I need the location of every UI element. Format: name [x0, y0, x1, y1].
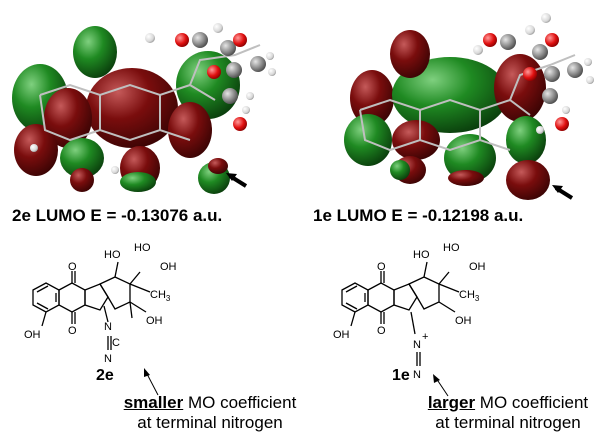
- label-O: O: [68, 325, 77, 337]
- lobe: [44, 88, 92, 148]
- bond-frame: [39, 44, 261, 142]
- label-C: C: [112, 337, 120, 349]
- lobe: [70, 168, 94, 192]
- lobe: [120, 172, 156, 192]
- label-OH: OH: [146, 315, 163, 327]
- lobe: [86, 68, 178, 148]
- label-O: O: [377, 261, 386, 273]
- label-OH: OH: [469, 261, 486, 273]
- structure-2e: [32, 261, 151, 350]
- lobe: [506, 160, 550, 200]
- note-text: MO coefficient: [475, 393, 589, 412]
- lobe: [60, 138, 104, 178]
- lobe: [506, 116, 546, 164]
- label-N: N: [104, 321, 112, 333]
- label-O: O: [377, 325, 386, 337]
- energy-caption-1e: 1e LUMO E = -0.12198 a.u.: [313, 206, 524, 225]
- pointer-arrowhead: [433, 374, 440, 383]
- label-OH: OH: [160, 261, 177, 273]
- note-emphasis: larger: [427, 393, 476, 412]
- energy-caption-2e: 2e LUMO E = -0.13076 a.u.: [12, 206, 223, 225]
- label-HO: HO: [413, 249, 430, 261]
- structure-1e-labels: O O HO HO OH CH3 OH OH N + N: [333, 242, 486, 397]
- lobe: [494, 54, 546, 122]
- label-N: N: [413, 339, 421, 351]
- lobe: [390, 160, 410, 180]
- label-OH: OH: [24, 329, 41, 341]
- label-N: N: [413, 369, 421, 381]
- note-text: MO coefficient: [183, 393, 297, 412]
- orbital-2e: [12, 23, 276, 194]
- lobe: [448, 170, 484, 186]
- label-OH: OH: [333, 329, 350, 341]
- lobe: [444, 134, 496, 182]
- orbital-1e: [344, 13, 594, 200]
- lobe: [392, 120, 440, 160]
- lobe: [390, 30, 430, 78]
- note-2e: smaller MO coefficient at terminal nitro…: [110, 393, 310, 433]
- label-OH: OH: [455, 315, 472, 327]
- lobe: [208, 158, 228, 174]
- structure-1e: [341, 261, 460, 366]
- note-emphasis: smaller: [123, 393, 184, 412]
- label-plus: +: [422, 331, 428, 343]
- label-HO: HO: [443, 242, 460, 254]
- lobe: [73, 26, 117, 78]
- label-N: N: [104, 353, 112, 365]
- label-HO: HO: [104, 249, 121, 261]
- label-CH3: CH3: [150, 289, 171, 303]
- label-HO: HO: [134, 242, 151, 254]
- pointer-line: [145, 371, 159, 396]
- lobe: [176, 51, 240, 119]
- compound-label-2e: 2e: [96, 367, 114, 384]
- note-1e: larger MO coefficient at terminal nitrog…: [408, 393, 608, 433]
- lobe: [168, 102, 212, 158]
- structure-2e-labels: O O HO HO OH CH3 OH OH N C N: [24, 242, 177, 396]
- label-CH3: CH3: [459, 289, 480, 303]
- compound-label-1e: 1e: [392, 367, 410, 384]
- note-line2: at terminal nitrogen: [435, 413, 581, 432]
- pointer-arrowhead: [144, 368, 150, 377]
- lobe: [344, 114, 392, 166]
- note-line2: at terminal nitrogen: [137, 413, 283, 432]
- label-O: O: [68, 261, 77, 273]
